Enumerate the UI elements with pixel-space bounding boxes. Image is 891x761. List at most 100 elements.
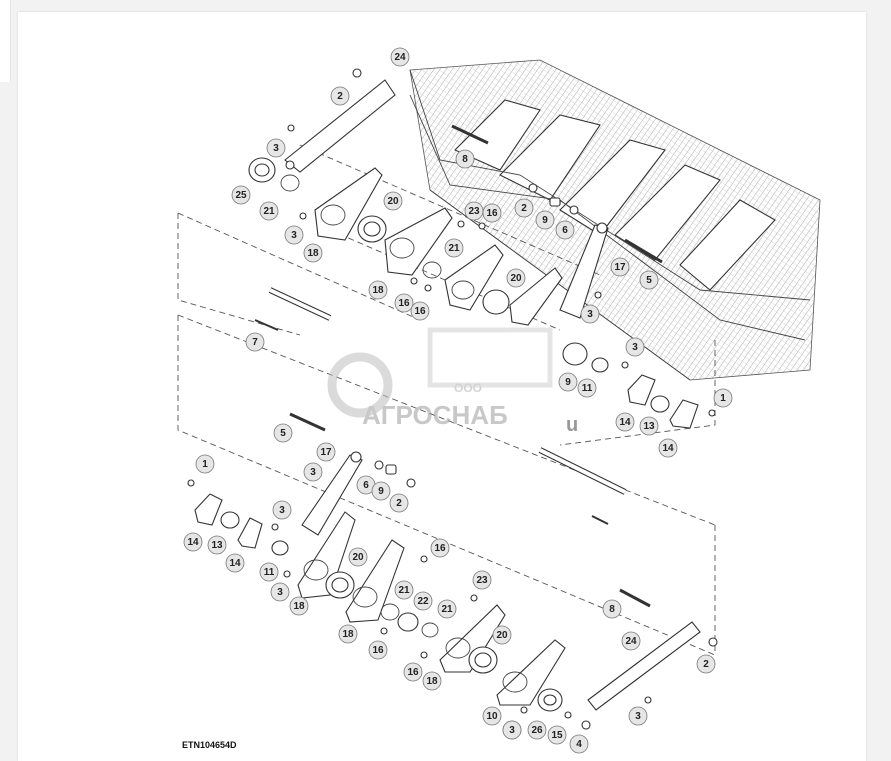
callout-17: 17: [610, 257, 630, 277]
callout-label: 8: [609, 604, 615, 615]
callout-9: 9: [558, 372, 578, 392]
callout-bubble: [390, 47, 410, 67]
callout-26: 26: [527, 720, 547, 740]
callout-20: 20: [492, 625, 512, 645]
callout-21: 21: [444, 238, 464, 258]
callout-20: 20: [383, 191, 403, 211]
callout-bubble: [368, 640, 388, 660]
callout-label: 1: [720, 393, 726, 404]
callout-label: 21: [441, 604, 453, 615]
callout-17: 17: [316, 442, 336, 462]
callout-label: 14: [662, 443, 674, 454]
callout-label: 18: [307, 248, 319, 259]
callout-3: 3: [272, 500, 292, 520]
callout-label: 16: [414, 306, 426, 317]
callout-bubble: [506, 268, 526, 288]
callout-label: 11: [264, 567, 275, 578]
concave-grate: [409, 59, 821, 381]
callout-bubble: [639, 416, 659, 436]
callout-label: 14: [187, 537, 199, 548]
callout-3: 3: [284, 225, 304, 245]
callout-3: 3: [580, 304, 600, 324]
callout-bubble: [615, 412, 635, 432]
callout-bubble: [284, 225, 304, 245]
callout-bubble: [535, 210, 555, 230]
callout-23: 23: [472, 570, 492, 590]
callout-8: 8: [602, 599, 622, 619]
callout-label: 16: [398, 298, 410, 309]
callout-bubble: [696, 654, 716, 674]
upper-shaft: [254, 287, 332, 331]
figure-id: ETN104654D: [182, 740, 237, 750]
callout-bubble: [621, 631, 641, 651]
callout-bubble: [602, 599, 622, 619]
callout-label: 17: [320, 447, 332, 458]
callout-label: 5: [280, 428, 286, 439]
callout-bubble: [547, 725, 567, 745]
callout-label: 2: [521, 203, 527, 214]
callout-20: 20: [348, 547, 368, 567]
callout-bubble: [272, 500, 292, 520]
callout-4: 4: [569, 734, 589, 754]
callout-label: 3: [277, 587, 283, 598]
callout-label: 16: [434, 543, 446, 554]
callout-label: 13: [643, 421, 655, 432]
callout-14: 14: [225, 553, 245, 573]
callout-label: 8: [462, 154, 468, 165]
callout-label: 6: [363, 480, 369, 491]
callout-24: 24: [621, 631, 641, 651]
callout-bubble: [628, 706, 648, 726]
callout-bubble: [383, 191, 403, 211]
callout-2: 2: [330, 86, 350, 106]
callout-3: 3: [303, 462, 323, 482]
callout-bubble: [482, 203, 502, 223]
callout-13: 13: [207, 535, 227, 555]
callout-label: 25: [235, 190, 247, 201]
callout-3: 3: [625, 337, 645, 357]
lower-assembly: [187, 451, 718, 730]
callout-label: 23: [476, 575, 488, 586]
watermark-prefix: ООО: [454, 381, 482, 395]
callout-18: 18: [368, 280, 388, 300]
callout-bubble: [371, 481, 391, 501]
callout-14: 14: [615, 412, 635, 432]
callout-label: 20: [352, 552, 364, 563]
callout-label: 3: [310, 467, 316, 478]
callout-label: 24: [625, 636, 637, 647]
callout-10: 10: [482, 706, 502, 726]
callout-bubble: [259, 562, 279, 582]
callout-bubble: [270, 582, 290, 602]
callout-bubble: [394, 580, 414, 600]
callout-label: 6: [562, 225, 568, 236]
callout-label: 20: [510, 273, 522, 284]
callout-24: 24: [390, 47, 410, 67]
callout-bubble: [207, 535, 227, 555]
callout-bubble: [625, 337, 645, 357]
callout-18: 18: [303, 243, 323, 263]
callout-bubble: [492, 625, 512, 645]
callout-3: 3: [502, 720, 522, 740]
callout-bubble: [273, 423, 293, 443]
callout-16: 16: [430, 538, 450, 558]
callout-bubble: [245, 332, 265, 352]
callout-bubble: [527, 720, 547, 740]
callout-label: 18: [342, 629, 354, 640]
callout-bubble: [482, 706, 502, 726]
callout-label: 16: [486, 208, 498, 219]
callout-label: 5: [646, 275, 652, 286]
callout-9: 9: [535, 210, 555, 230]
watermark-suffix: u: [566, 414, 578, 436]
callout-label: 17: [614, 262, 626, 273]
left-panel-edge: [0, 0, 11, 82]
callout-label: 3: [635, 711, 641, 722]
callout-label: 3: [291, 230, 297, 241]
lower-shaft: [289, 412, 627, 525]
callout-bubble: [195, 454, 215, 474]
callout-6: 6: [555, 220, 575, 240]
callout-bubble: [455, 149, 475, 169]
callout-bubble: [303, 462, 323, 482]
callout-label: 2: [703, 659, 709, 670]
callout-bubble: [514, 198, 534, 218]
callout-bubble: [266, 138, 286, 158]
